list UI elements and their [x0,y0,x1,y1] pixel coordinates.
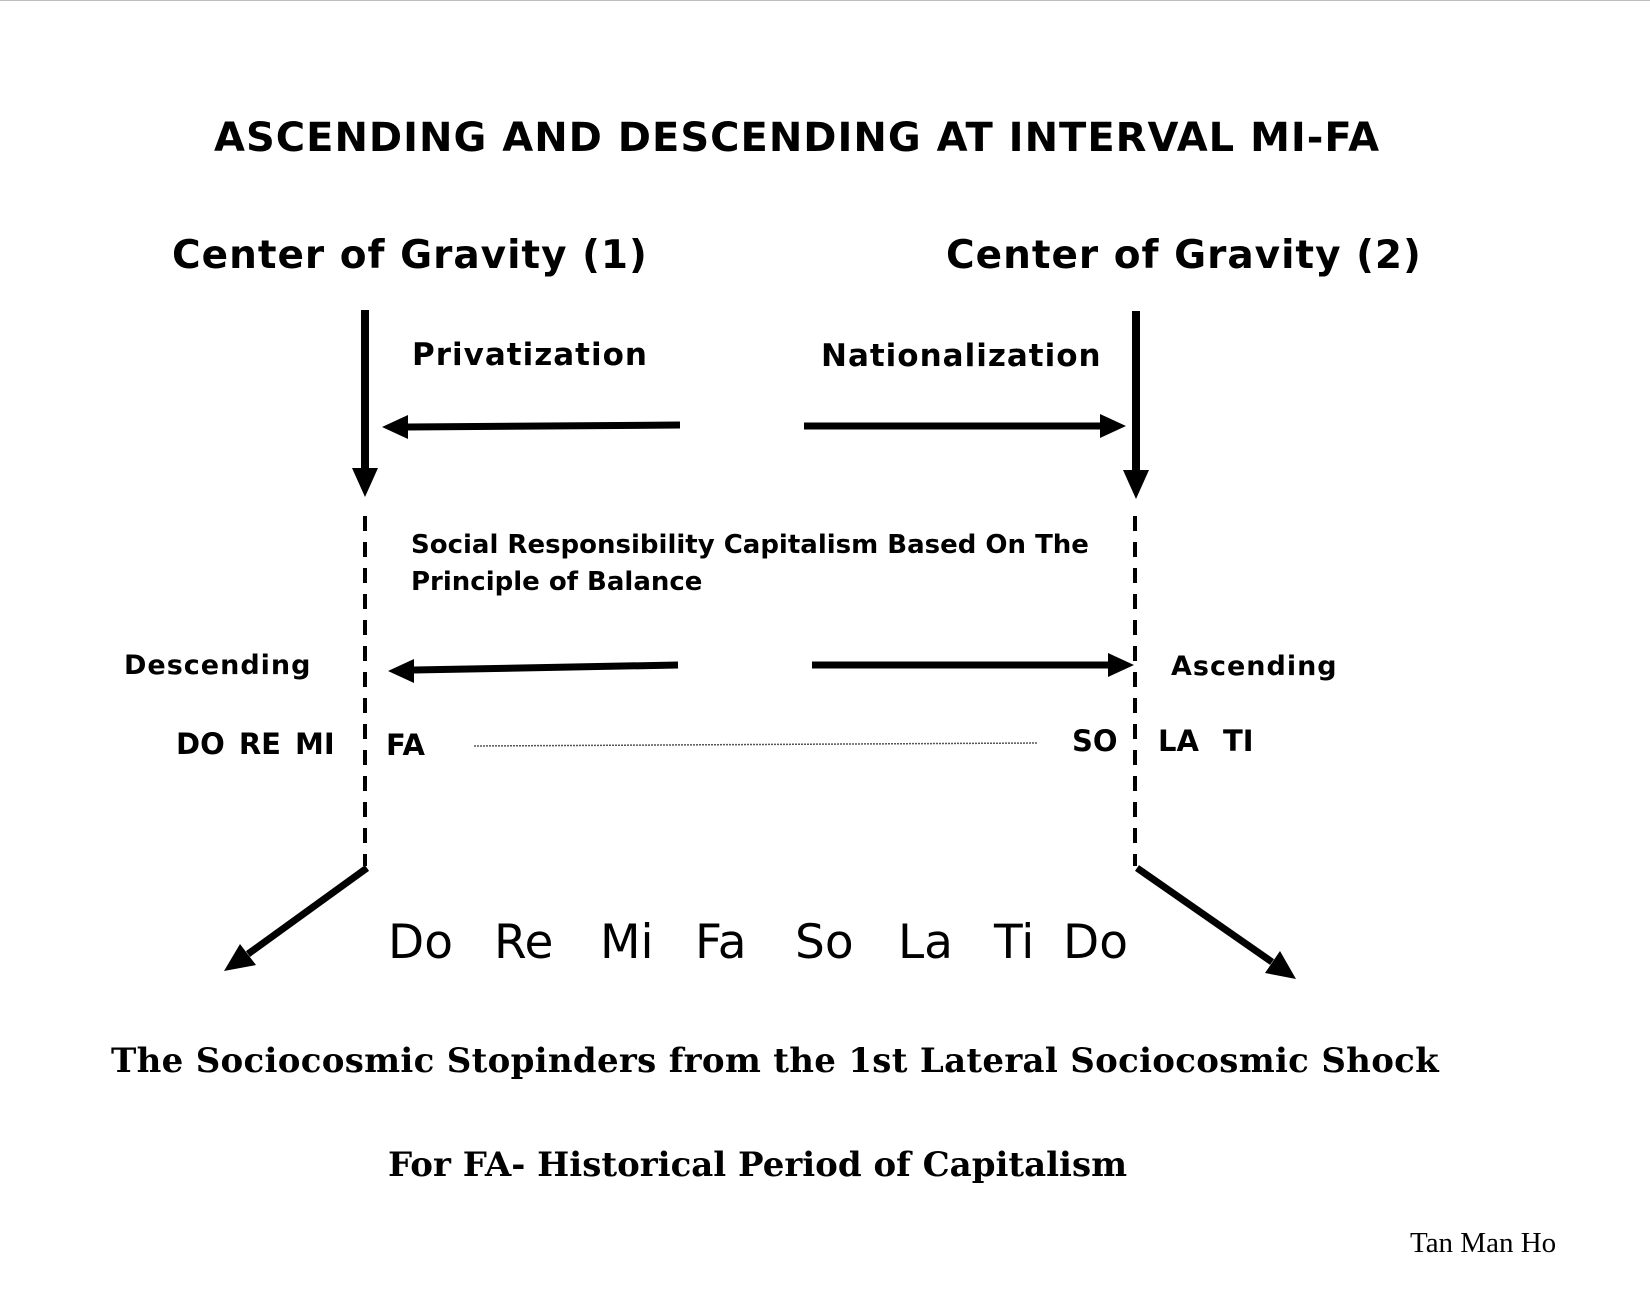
scale-note: So [795,915,854,970]
left-gravity-down-arrow [352,310,378,497]
top-border-line [0,0,1650,1]
notes-la-ti: LA TI [1158,724,1254,758]
note-so: SO [1072,724,1118,758]
note-fa: FA [386,728,425,762]
diagram-title: ASCENDING AND DESCENDING AT INTERVAL MI-… [214,115,1381,161]
descending-label: Descending [124,650,312,681]
center-of-gravity-2-label: Center of Gravity (2) [946,233,1422,278]
principle-text: Social Responsibility Capitalism Based O… [411,530,1089,597]
right-gravity-down-arrow [1123,311,1149,499]
notes-do-re-mi: DO RE MI [176,727,335,761]
scale-note: La [898,915,953,970]
caption-line-1: The Sociocosmic Stopinders from the 1st … [111,1041,1440,1081]
privatization-label: Privatization [412,337,648,373]
lower-left-diagonal-arrow [224,865,370,971]
scale-note: Ti [994,915,1035,970]
caption-line-2: For FA- Historical Period of Capitalism [388,1145,1128,1185]
scale-note: Do [1063,915,1128,970]
scale-note: Fa [695,915,747,970]
nationalization-label: Nationalization [821,338,1102,374]
scale-note: Re [494,915,554,970]
center-of-gravity-1-label: Center of Gravity (1) [172,233,648,278]
nationalization-arrow [804,414,1126,438]
lower-right-diagonal-arrow [1135,865,1296,979]
privatization-arrow [382,415,681,439]
scale-note: Mi [600,915,654,970]
descending-arrow [388,659,679,683]
ascending-label: Ascending [1171,651,1338,682]
ascending-arrow [812,653,1134,677]
scale-note: Do [388,915,453,970]
author-credit: Tan Man Ho [1410,1227,1557,1259]
fa-so-interval-line [473,742,1039,747]
